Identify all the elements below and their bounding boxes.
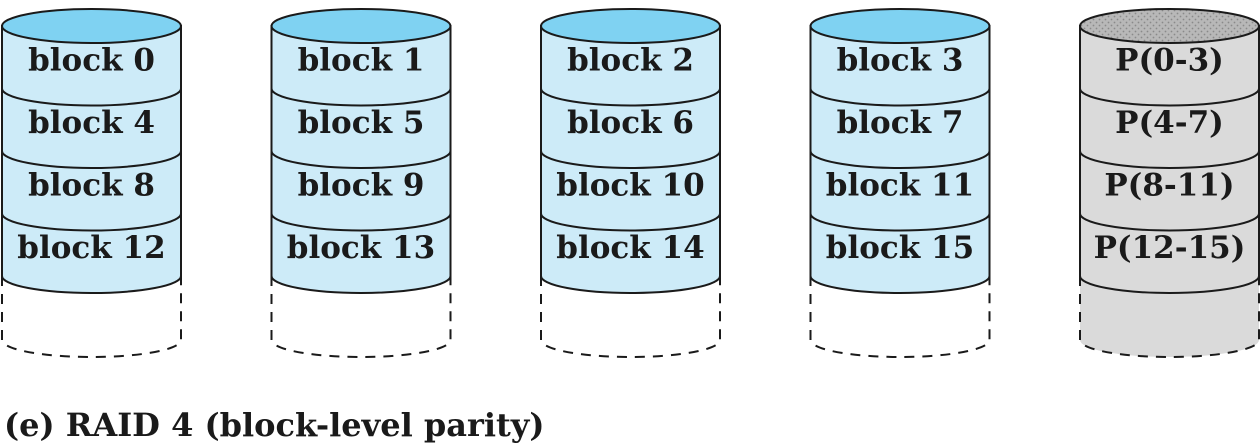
disk-free-space-outline	[809, 276, 991, 358]
data-block-label: block 4	[28, 105, 155, 141]
data-disk: block 1 block 5 block 9 block 13	[270, 8, 452, 358]
block-divider	[809, 213, 991, 232]
disk-top	[270, 8, 452, 44]
data-disk: block 0 block 4 block 8 block 12	[1, 8, 182, 358]
block-divider	[540, 150, 721, 169]
data-disk: block 3 block 7 block 11 block 15	[809, 8, 991, 358]
block-divider	[1, 150, 182, 169]
block-divider	[809, 88, 991, 107]
data-block-label: block 12	[17, 230, 165, 266]
disk-top	[809, 8, 991, 44]
data-block-label: block 10	[556, 167, 704, 203]
data-block-label: block 8	[28, 167, 155, 203]
disk-top	[1079, 8, 1260, 44]
disk-body	[1, 25, 182, 294]
data-block-label: block 9	[298, 167, 425, 203]
disk-free-space-outline	[1079, 276, 1260, 358]
block-divider	[540, 213, 721, 232]
block-divider	[1, 88, 182, 107]
data-disk: block 2 block 6 block 10 block 14	[540, 8, 721, 358]
parity-block-label: P(4-7)	[1115, 105, 1224, 141]
data-block-label: block 2	[567, 42, 694, 78]
disk-top	[540, 8, 721, 44]
block-divider	[1, 213, 182, 232]
disk-body	[270, 25, 452, 294]
disk-top	[1, 8, 182, 44]
data-block-label: block 1	[298, 42, 425, 78]
data-block-label: block 15	[826, 230, 974, 266]
block-divider	[270, 150, 452, 169]
data-block-label: block 11	[826, 167, 974, 203]
figure-caption: (e) RAID 4 (block-level parity)	[4, 406, 545, 444]
disk-free-space-outline	[270, 276, 452, 358]
block-divider	[270, 213, 452, 232]
disk-body	[809, 25, 991, 294]
parity-disk-empty-region	[1080, 276, 1259, 357]
parity-disk: P(0-3) P(4-7) P(8-11) P(12-15)	[1079, 8, 1260, 358]
disk-body	[1079, 25, 1260, 294]
data-block-label: block 5	[298, 105, 425, 141]
parity-block-label: P(0-3)	[1115, 42, 1224, 78]
block-divider	[1079, 213, 1260, 232]
block-divider	[1079, 150, 1260, 169]
block-divider	[1079, 88, 1260, 107]
block-divider	[540, 88, 721, 107]
data-block-label: block 14	[556, 230, 704, 266]
data-block-label: block 13	[287, 230, 435, 266]
disk-free-space-outline	[1, 276, 182, 358]
disk-free-space-outline	[540, 276, 721, 358]
block-divider	[809, 150, 991, 169]
block-divider	[270, 88, 452, 107]
data-block-label: block 6	[567, 105, 694, 141]
data-block-label: block 0	[28, 42, 155, 78]
parity-block-label: P(8-11)	[1104, 167, 1234, 203]
disk-body	[540, 25, 721, 294]
parity-block-label: P(12-15)	[1094, 230, 1246, 266]
data-block-label: block 7	[837, 105, 964, 141]
data-block-label: block 3	[837, 42, 964, 78]
